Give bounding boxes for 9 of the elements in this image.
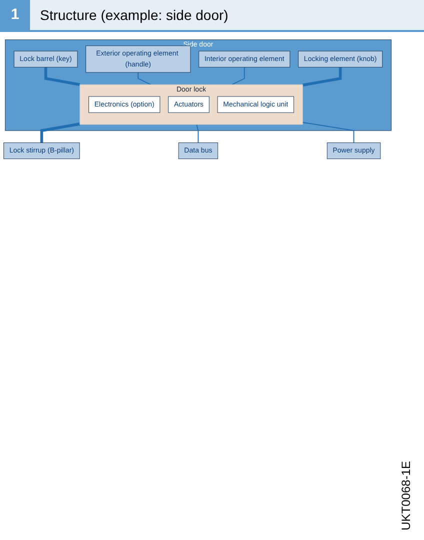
- connector: [44, 67, 80, 86]
- connector: [40, 122, 80, 143]
- connector: [138, 72, 151, 86]
- title: Structure (example: side door): [39, 7, 228, 23]
- figure-number: 1: [0, 0, 30, 30]
- connector: [302, 122, 354, 144]
- connector: [196, 124, 199, 144]
- figure-code: UKT0068-1E: [398, 460, 414, 532]
- connector: [302, 67, 342, 86]
